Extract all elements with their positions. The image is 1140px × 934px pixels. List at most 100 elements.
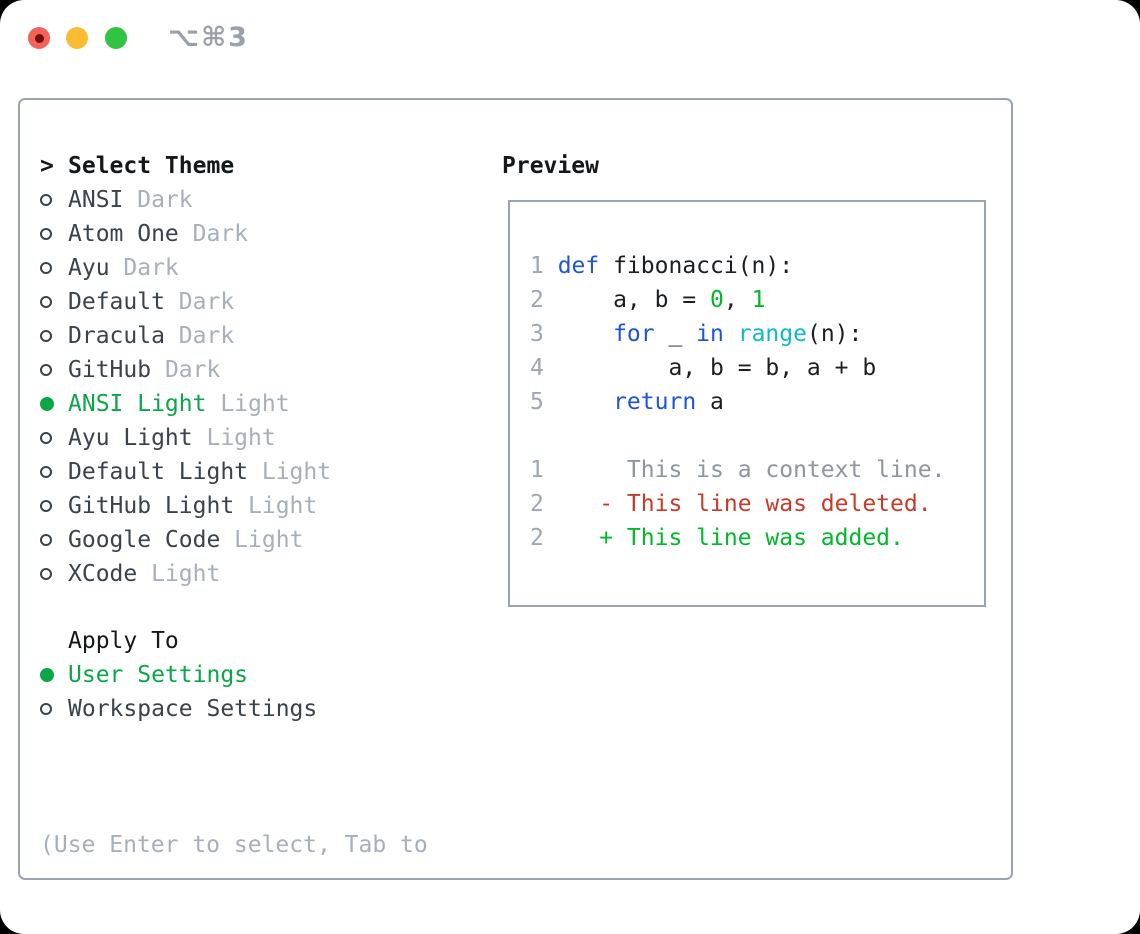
- theme-variant-tag: Light: [137, 561, 221, 587]
- hint-line-1: (Use Enter to select, Tab to: [40, 832, 428, 858]
- code-line-text: return a: [558, 385, 724, 419]
- theme-option-label: Dracula: [68, 323, 165, 349]
- line-number: 4: [530, 355, 544, 381]
- apply-option-workspace-settings[interactable]: Workspace Settings: [40, 692, 428, 726]
- theme-option-atom-one[interactable]: Atom One Dark: [40, 217, 428, 251]
- radio-icon: [40, 534, 52, 546]
- radio-icon: [40, 228, 52, 240]
- code-line: 2 - This line was deleted.: [530, 487, 984, 521]
- theme-variant-tag: Light: [192, 425, 276, 451]
- radio-icon: [40, 703, 52, 715]
- theme-variant-tag: Light: [248, 459, 332, 485]
- code-token: 1: [751, 287, 766, 313]
- code-token: in: [696, 321, 724, 347]
- section-gap: [40, 591, 428, 624]
- theme-option-label: ANSI: [68, 187, 124, 213]
- code-line-text: - This line was deleted.: [558, 487, 931, 521]
- theme-option-label: GitHub: [68, 357, 152, 383]
- apply-option-label: User Settings: [68, 662, 249, 688]
- prompt-icon: >: [40, 153, 54, 179]
- radio-icon: [40, 500, 52, 512]
- theme-option-label: Ayu: [68, 255, 110, 281]
- apply-option-user-settings[interactable]: User Settings: [40, 658, 428, 692]
- theme-option-google-code[interactable]: Google Code Light: [40, 523, 428, 557]
- line-number: 1: [530, 253, 544, 279]
- bullet-column: [40, 364, 68, 376]
- code-token: + This line was added.: [557, 525, 904, 551]
- code-token: _: [654, 321, 697, 347]
- theme-option-xcode[interactable]: XCode Light: [40, 557, 428, 591]
- select-theme-title: Select Theme: [68, 153, 235, 179]
- code-line: 5 return a: [530, 385, 984, 419]
- code-token: a, b = b, a + b: [557, 355, 877, 381]
- radio-icon: [40, 194, 52, 206]
- theme-option-ansi[interactable]: ANSI Dark: [40, 183, 428, 217]
- theme-option-default[interactable]: Default Dark: [40, 285, 428, 319]
- bullet-column: [40, 194, 68, 206]
- code-token: [558, 321, 613, 347]
- radio-selected-icon: [40, 397, 54, 411]
- theme-option-ayu-light[interactable]: Ayu Light Light: [40, 421, 428, 455]
- theme-variant-tag: Dark: [164, 289, 235, 315]
- preview-title: Preview: [502, 153, 599, 179]
- code-line-text: for _ in range(n):: [558, 317, 863, 351]
- theme-variant-tag: Light: [220, 527, 304, 553]
- code-token: a: [696, 389, 724, 415]
- minimize-button[interactable]: [66, 27, 88, 49]
- theme-option-default-light[interactable]: Default Light Light: [40, 455, 428, 489]
- radio-icon: [40, 296, 52, 308]
- bullet-column: [40, 262, 68, 274]
- close-button[interactable]: [28, 27, 50, 49]
- theme-variant-tag: Light: [206, 391, 290, 417]
- zoom-button[interactable]: [105, 27, 127, 49]
- theme-option-github[interactable]: GitHub Dark: [40, 353, 428, 387]
- theme-option-ansi-light[interactable]: ANSI Light Light: [40, 387, 428, 421]
- radio-selected-icon: [40, 668, 54, 682]
- hint-text: (Use Enter to select, Tab to change focu…: [40, 760, 428, 934]
- line-number: 2: [530, 287, 544, 313]
- code-line: 3 for _ in range(n):: [530, 317, 984, 351]
- code-token: 0: [710, 287, 724, 313]
- code-token: return: [613, 389, 697, 415]
- radio-icon: [40, 466, 52, 478]
- bullet-column: [40, 466, 68, 478]
- bullet-column: [40, 432, 68, 444]
- line-number: 2: [530, 491, 544, 517]
- bullet-column: [40, 703, 68, 715]
- code-line-text: a, b = b, a + b: [557, 351, 877, 385]
- select-theme-header: > Select Theme: [40, 149, 428, 183]
- theme-variant-tag: Dark: [178, 221, 249, 247]
- radio-icon: [40, 330, 52, 342]
- theme-option-label: Default Light: [68, 459, 249, 485]
- code-token: fibonacci(n):: [599, 253, 794, 279]
- code-token: [724, 321, 738, 347]
- radio-icon: [40, 432, 52, 444]
- line-number: [530, 419, 544, 453]
- code-line-text: + This line was added.: [558, 521, 904, 555]
- code-line: 2 a, b = 0, 1: [530, 283, 984, 317]
- theme-option-ayu[interactable]: Ayu Dark: [40, 251, 428, 285]
- code-line-text: a, b = 0, 1: [558, 283, 766, 317]
- code-token: (n):: [806, 321, 863, 347]
- apply-to-title: Apply To: [68, 628, 179, 654]
- code-token: range: [737, 321, 807, 347]
- code-line-text: This is a context line.: [558, 453, 946, 487]
- bullet-column: [40, 228, 68, 240]
- bullet-column: [40, 330, 68, 342]
- code-line: 1 This is a context line.: [530, 453, 984, 487]
- theme-option-label: Atom One: [68, 221, 179, 247]
- code-token: ,: [723, 287, 752, 313]
- radio-icon: [40, 568, 52, 580]
- line-number: 2: [530, 525, 544, 551]
- theme-option-dracula[interactable]: Dracula Dark: [40, 319, 428, 353]
- line-number: 5: [530, 389, 544, 415]
- theme-option-github-light[interactable]: GitHub Light Light: [40, 489, 428, 523]
- radio-icon: [40, 364, 52, 376]
- bullet-column: [40, 296, 68, 308]
